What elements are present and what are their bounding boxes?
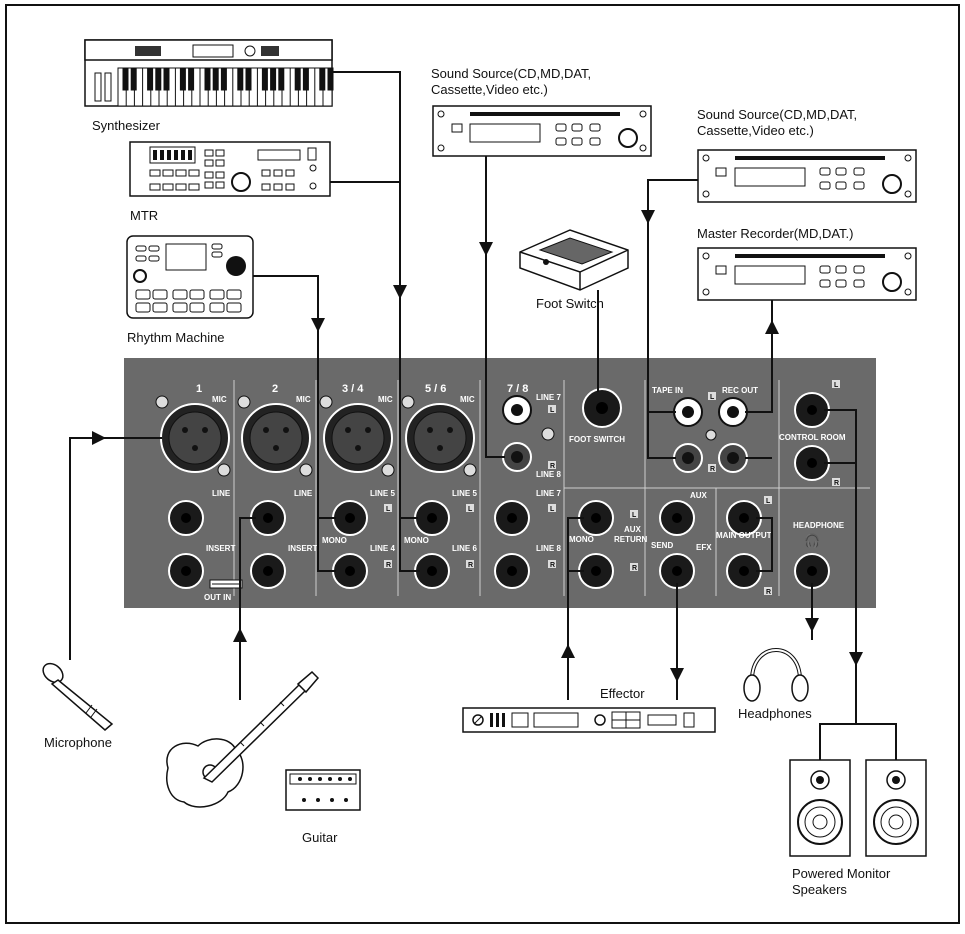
rhythm-machine-icon xyxy=(126,235,254,319)
insert-cable-plug xyxy=(209,579,243,589)
svg-text:R: R xyxy=(550,562,555,569)
mono-label-1: MONO xyxy=(322,536,347,545)
svg-text:L: L xyxy=(550,506,555,513)
efx-label: EFX xyxy=(696,543,712,552)
powered-monitor-label-line1: Powered Monitor xyxy=(792,866,891,881)
sound-source-2-label-line1: Sound Source(CD,MD,DAT, xyxy=(697,107,857,122)
svg-text:R: R xyxy=(710,466,715,473)
line-7-rca-label: LINE 7 xyxy=(536,393,561,402)
mtr-icon xyxy=(129,141,331,197)
sound-source-1-label-line2: Cassette,Video etc.) xyxy=(431,82,548,97)
svg-text:L: L xyxy=(550,407,555,414)
effector-label: Effector xyxy=(600,686,645,701)
master-recorder-icon xyxy=(697,247,917,301)
guitar-amp-icon xyxy=(285,769,361,811)
microphone-label: Microphone xyxy=(44,735,112,750)
sound-source-1-icon xyxy=(432,105,652,157)
rhythm-machine-label: Rhythm Machine xyxy=(127,330,225,345)
insert-label-2: INSERT xyxy=(288,544,317,553)
tape-in-label: TAPE IN xyxy=(652,386,683,395)
mixer-panel: 1 2 3 / 4 5 / 6 7 / 8 MIC MIC MIC MIC xyxy=(124,358,876,608)
aux-return-label-2: RETURN xyxy=(614,535,648,544)
sound-source-1-label-line1: Sound Source(CD,MD,DAT, xyxy=(431,66,591,81)
svg-text:L: L xyxy=(632,512,637,519)
headphone-panel-icon: 🎧 xyxy=(804,533,820,548)
svg-text:R: R xyxy=(386,562,391,569)
microphone-icon xyxy=(42,662,114,731)
master-recorder-label: Master Recorder(MD,DAT.) xyxy=(697,226,854,241)
svg-text:R: R xyxy=(550,463,555,470)
svg-text:R: R xyxy=(834,480,839,487)
svg-text:L: L xyxy=(766,498,771,505)
line-label-2: LINE xyxy=(294,489,313,498)
aux-label: AUX xyxy=(690,491,708,500)
headphones-label: Headphones xyxy=(738,706,812,721)
connection-wires xyxy=(69,71,897,760)
line-8-rca-label: LINE 8 xyxy=(536,470,561,479)
send-label: SEND xyxy=(651,541,673,550)
mono-label-3: MONO xyxy=(569,535,594,544)
line-5-label-a: LINE 5 xyxy=(370,489,395,498)
mic-label-2: MIC xyxy=(296,395,311,404)
mic-label-3: MIC xyxy=(378,395,393,404)
guitar-label: Guitar xyxy=(302,830,338,845)
foot-switch-panel-label: FOOT SWITCH xyxy=(569,435,625,444)
sound-source-2-icon xyxy=(697,149,917,203)
aux-return-label-1: AUX xyxy=(624,525,642,534)
channel-3-4-label: 3 / 4 xyxy=(342,383,364,395)
channel-1-label: 1 xyxy=(196,383,202,395)
control-room-label: CONTROL ROOM xyxy=(779,433,846,442)
speaker-left-icon xyxy=(789,759,851,857)
svg-text:R: R xyxy=(766,589,771,596)
sound-source-2-label-line2: Cassette,Video etc.) xyxy=(697,123,814,138)
main-output-label: MAIN OUTPUT xyxy=(716,531,772,540)
insert-label-1: INSERT xyxy=(206,544,235,553)
effector-icon xyxy=(462,707,716,733)
line-5-label-b: LINE 5 xyxy=(452,489,477,498)
svg-text:L: L xyxy=(386,506,391,513)
rec-out-label: REC OUT xyxy=(722,386,758,395)
svg-text:R: R xyxy=(632,565,637,572)
out-in-label: OUT IN xyxy=(204,593,231,602)
guitar-icon xyxy=(166,670,320,808)
channel-2-label: 2 xyxy=(272,383,278,395)
mic-label-1: MIC xyxy=(212,395,227,404)
foot-switch-icon xyxy=(519,229,629,291)
line-7-label: LINE 7 xyxy=(536,489,561,498)
arrowheads xyxy=(92,210,863,682)
headphone-panel-label: HEADPHONE xyxy=(793,521,845,530)
svg-text:L: L xyxy=(710,394,715,401)
foot-switch-label: Foot Switch xyxy=(536,296,604,311)
speaker-right-icon xyxy=(865,759,927,857)
synthesizer-icon xyxy=(84,39,334,107)
mtr-label: MTR xyxy=(130,208,158,223)
line-6-label: LINE 6 xyxy=(452,544,477,553)
rca-jacks xyxy=(502,395,748,473)
headphones-icon xyxy=(743,648,809,702)
powered-monitor-label-line2: Speakers xyxy=(792,882,847,897)
xlr-jack-2[interactable] xyxy=(237,395,313,477)
xlr-jack-3[interactable] xyxy=(319,395,395,477)
svg-text:L: L xyxy=(468,506,473,513)
svg-text:R: R xyxy=(468,562,473,569)
line-4-label: LINE 4 xyxy=(370,544,395,553)
mic-label-4: MIC xyxy=(460,395,475,404)
line-label-1: LINE xyxy=(212,489,231,498)
mono-label-2: MONO xyxy=(404,536,429,545)
xlr-jack-4[interactable] xyxy=(401,395,477,477)
svg-text:L: L xyxy=(834,382,839,389)
channel-7-8-label: 7 / 8 xyxy=(507,383,528,395)
line-8-label: LINE 8 xyxy=(536,544,561,553)
channel-5-6-label: 5 / 6 xyxy=(425,383,446,395)
synthesizer-label: Synthesizer xyxy=(92,118,161,133)
